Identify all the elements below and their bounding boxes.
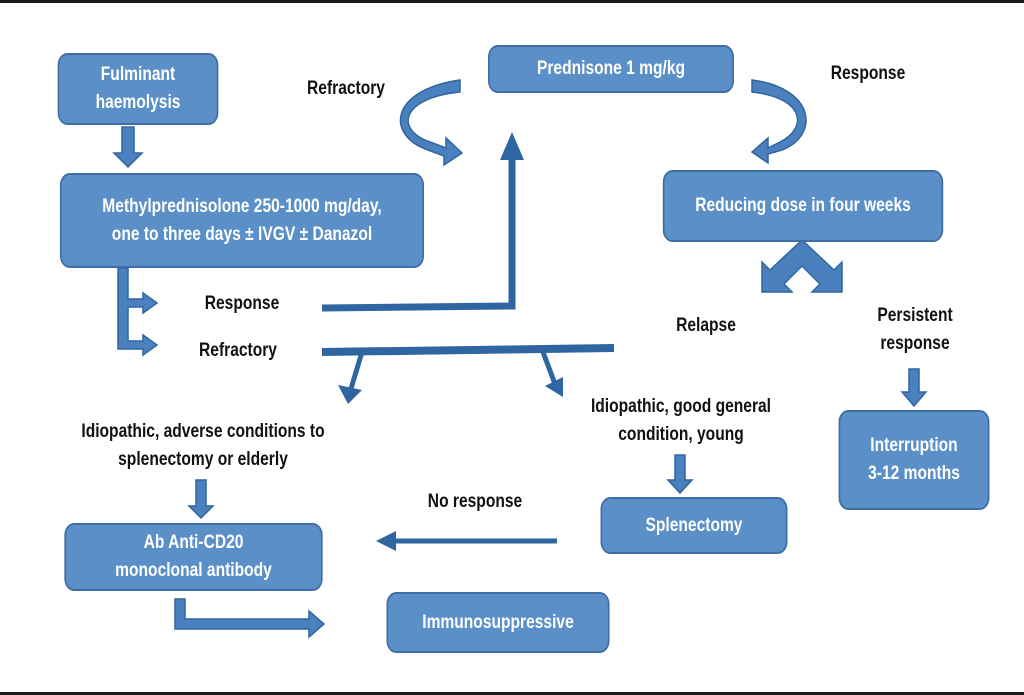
arrowhead-idiopathic-adverse — [338, 385, 362, 404]
node-splenectomy-text: Splenectomy — [645, 514, 743, 536]
arrow-methylpred-split — [117, 267, 159, 357]
node-immunosuppressive-text: Immunosuppressive — [422, 611, 574, 633]
label-no-response: No response — [427, 491, 523, 512]
label-persistent-response: Persistent response — [877, 305, 953, 354]
label-idiopathic-good: Idiopathic, good general condition, youn… — [590, 396, 772, 445]
arrowhead-idiopathic-good — [545, 377, 563, 397]
curved-arrow-response — [750, 79, 807, 165]
node-prednisone-text: Prednisone 1 mg/kg — [536, 58, 686, 79]
arrow-fulminant-to-methylpred — [112, 126, 144, 169]
curved-arrow-refractory — [399, 79, 464, 167]
node-splenectomy: Splenectomy — [600, 497, 788, 554]
label-response-mid: Response — [204, 293, 280, 314]
node-interruption-text: Interruption 3-12 months — [868, 435, 960, 484]
refractory-bar — [321, 344, 615, 356]
frame-bottom-border — [0, 692, 1024, 695]
arrow-persistent-to-interruption — [900, 368, 928, 408]
label-relapse: Relapse — [676, 315, 736, 336]
arrow-anticd20-to-immunosuppressive — [174, 598, 326, 639]
label-refractory-top: Refractory — [307, 78, 385, 99]
node-prednisone: Prednisone 1 mg/kg — [488, 45, 734, 93]
arrow-to-idiopathic-good — [540, 351, 558, 385]
arrow-to-idiopathic-adverse — [347, 351, 365, 393]
label-response-top: Response — [830, 63, 906, 84]
label-idiopathic-adverse: Idiopathic, adverse conditions to splene… — [81, 421, 325, 470]
node-methylprednisolone: Methylprednisolone 250-1000 mg/day, one … — [59, 173, 425, 268]
node-fulminant-text: Fulminant haemolysis — [95, 64, 181, 113]
node-interruption: Interruption 3-12 months — [838, 410, 990, 510]
frame-top-border — [0, 0, 1024, 3]
arrow-idiopathic-adverse-to-anticd20 — [187, 479, 215, 520]
node-methylpred-text: Methylprednisolone 250-1000 mg/day, one … — [102, 195, 382, 245]
label-refractory-mid: Refractory — [199, 340, 277, 361]
node-fulminant-haemolysis: Fulminant haemolysis — [57, 53, 219, 125]
node-reducing-text: Reducing dose in four weeks — [695, 195, 911, 216]
arrow-response-to-prednisone — [321, 150, 516, 312]
split-arrow-relapse-persistent — [761, 238, 843, 293]
arrowhead-no-response — [376, 531, 396, 551]
arrow-idiopathic-good-to-splenectomy — [666, 454, 694, 495]
node-immunosuppressive: Immunosuppressive — [386, 592, 610, 653]
node-reducing-dose: Reducing dose in four weeks — [662, 170, 944, 242]
arrowhead-up-prednisone — [500, 132, 524, 160]
node-anticd20-text: Ab Anti-CD20 monoclonal antibody — [115, 532, 272, 581]
node-anti-cd20: Ab Anti-CD20 monoclonal antibody — [64, 523, 323, 591]
